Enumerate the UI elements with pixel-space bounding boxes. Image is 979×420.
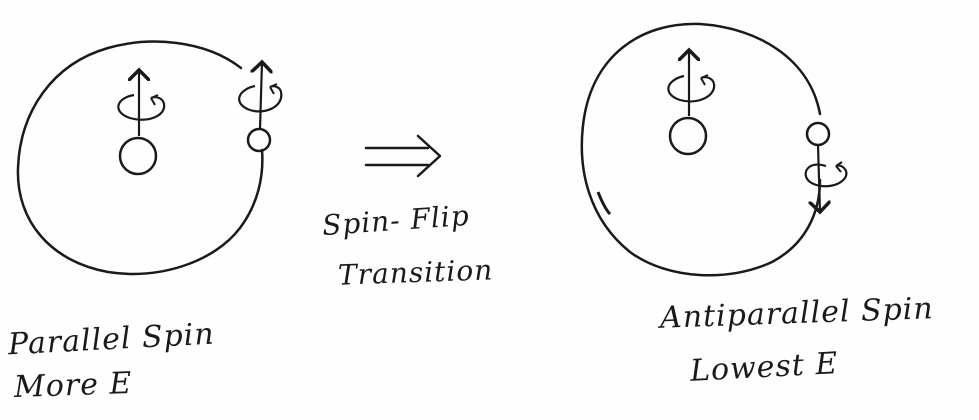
right-electron <box>807 123 829 145</box>
left-atom <box>18 42 281 274</box>
transition-arrow-icon <box>366 136 440 176</box>
right-electron-rotation-icon <box>806 165 847 187</box>
left-electron-orbit <box>18 42 262 274</box>
right-atom <box>582 24 847 275</box>
left-proton <box>120 138 156 174</box>
left-caption-line2: More E <box>13 366 132 405</box>
transition-caption-line2: Transition <box>337 253 493 291</box>
left-electron-spin-arrow <box>260 62 262 129</box>
left-electron <box>248 129 270 151</box>
left-proton-rotation-icon <box>118 95 164 120</box>
right-proton <box>670 118 706 154</box>
right-proton-rotation-icon <box>668 76 714 101</box>
